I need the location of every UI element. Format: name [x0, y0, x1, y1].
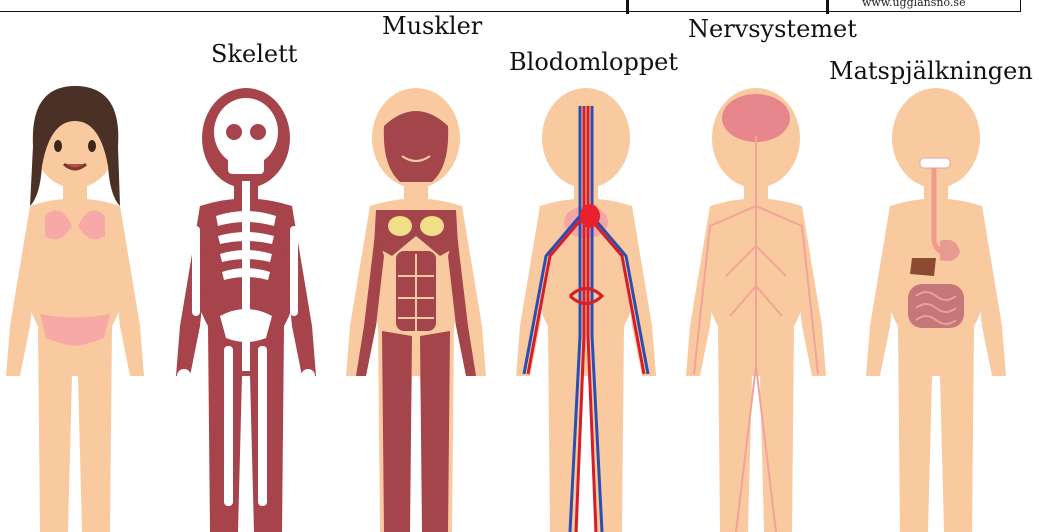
- label-nervsystemet: Nervsystemet: [688, 17, 857, 41]
- header-divider: [626, 0, 629, 14]
- website-url[interactable]: www.ugglansno.se: [862, 0, 966, 9]
- figure-digestive: [860, 76, 1010, 532]
- label-muskler: Muskler: [382, 14, 482, 38]
- figure-skeleton: [170, 76, 320, 532]
- header-divider: [826, 0, 829, 14]
- body-silhouette: [6, 92, 144, 532]
- figure-body: [0, 76, 150, 532]
- label-skelett: Skelett: [211, 42, 297, 66]
- figure-muscles: [340, 76, 490, 532]
- figure-circulatory: [510, 76, 660, 532]
- top-header-bar: www.ugglansno.se: [0, 0, 1039, 14]
- label-blodomloppet: Blodomloppet: [509, 50, 678, 74]
- figure-nervous: [680, 76, 830, 532]
